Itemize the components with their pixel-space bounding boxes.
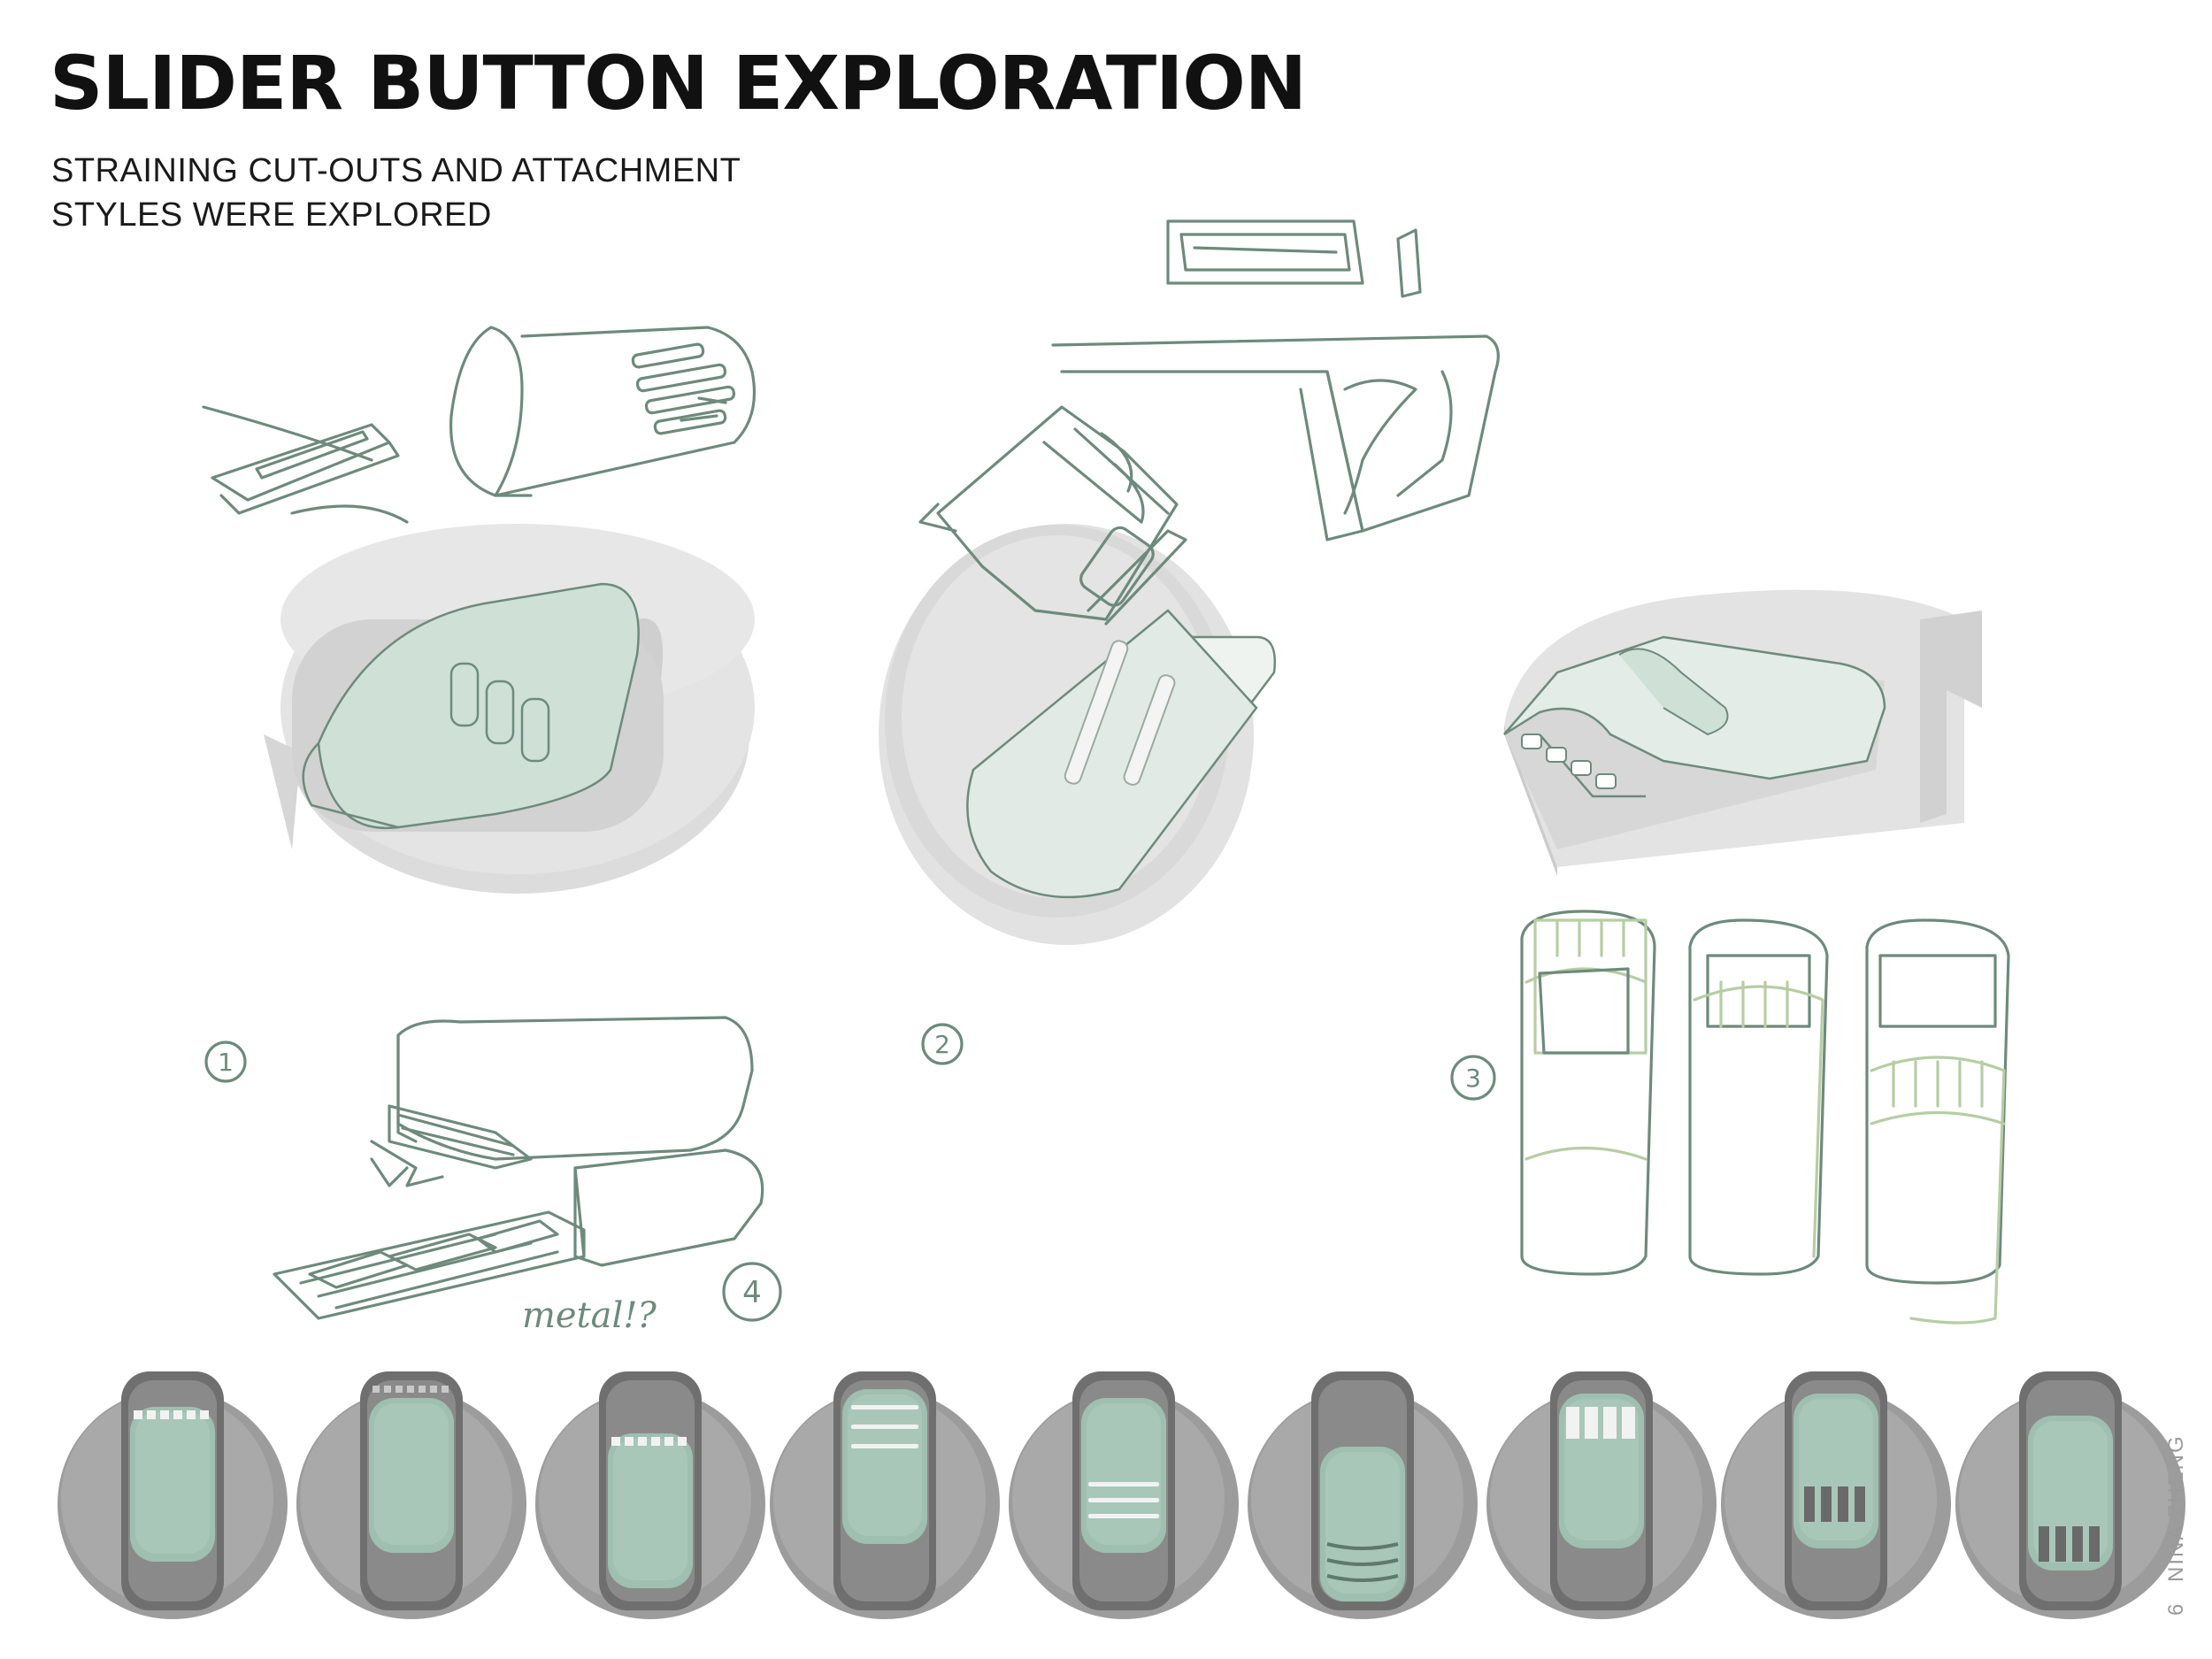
sketch-slot-frame xyxy=(1051,219,1500,541)
note-metal: metal!? xyxy=(522,1295,657,1336)
label-3-text: 3 xyxy=(1465,1064,1481,1093)
render-lid-2 xyxy=(879,405,1277,945)
label-2-text: 2 xyxy=(934,1030,950,1059)
label-1: 1 xyxy=(204,1041,247,1083)
sketch-cap-grille xyxy=(273,1016,764,1320)
variant-mid-cutouts-dashed xyxy=(535,1371,765,1619)
subtitle-line-1: STRAINING CUT-OUTS AND ATTACHMENT xyxy=(51,152,741,189)
variant-four-windows-top xyxy=(1486,1371,1717,1619)
page-subtitle: STRAINING CUT-OUTS AND ATTACHMENT STYLES… xyxy=(51,149,741,237)
variant-four-bars-middle xyxy=(1721,1371,1951,1619)
variant-horizontal-slits-top xyxy=(770,1371,1000,1619)
sketch-slot-plate xyxy=(202,405,409,524)
sketch-strainer-tube xyxy=(449,326,756,497)
page-number: 6 xyxy=(2164,1601,2188,1616)
variant-solid-slider xyxy=(296,1371,526,1619)
variant-top-cutouts-dashed xyxy=(58,1371,288,1619)
variant-curved-slits-bottom xyxy=(1248,1371,1478,1619)
label-3: 3 xyxy=(1450,1055,1496,1101)
variant-row xyxy=(58,1371,2185,1619)
page-title: SLIDER BUTTON EXPLORATION xyxy=(50,40,1307,127)
variant-four-bars-bottom xyxy=(1955,1371,2185,1619)
author-name: NINA ZHENG xyxy=(2164,1434,2188,1582)
render-lid-3 xyxy=(1503,589,1982,876)
label-1-text: 1 xyxy=(218,1048,234,1077)
label-4: 4 xyxy=(722,1262,782,1322)
subtitle-line-2: STYLES WERE EXPLORED xyxy=(51,196,492,234)
render-lid-1 xyxy=(264,524,755,894)
label-2: 2 xyxy=(921,1023,964,1065)
sketch-slider-comparison xyxy=(1520,910,2010,1325)
variant-horizontal-slits-middle xyxy=(1009,1371,1239,1619)
footer: 6 NINA ZHENG xyxy=(2159,1434,2194,1637)
label-4-text: 4 xyxy=(742,1275,762,1310)
